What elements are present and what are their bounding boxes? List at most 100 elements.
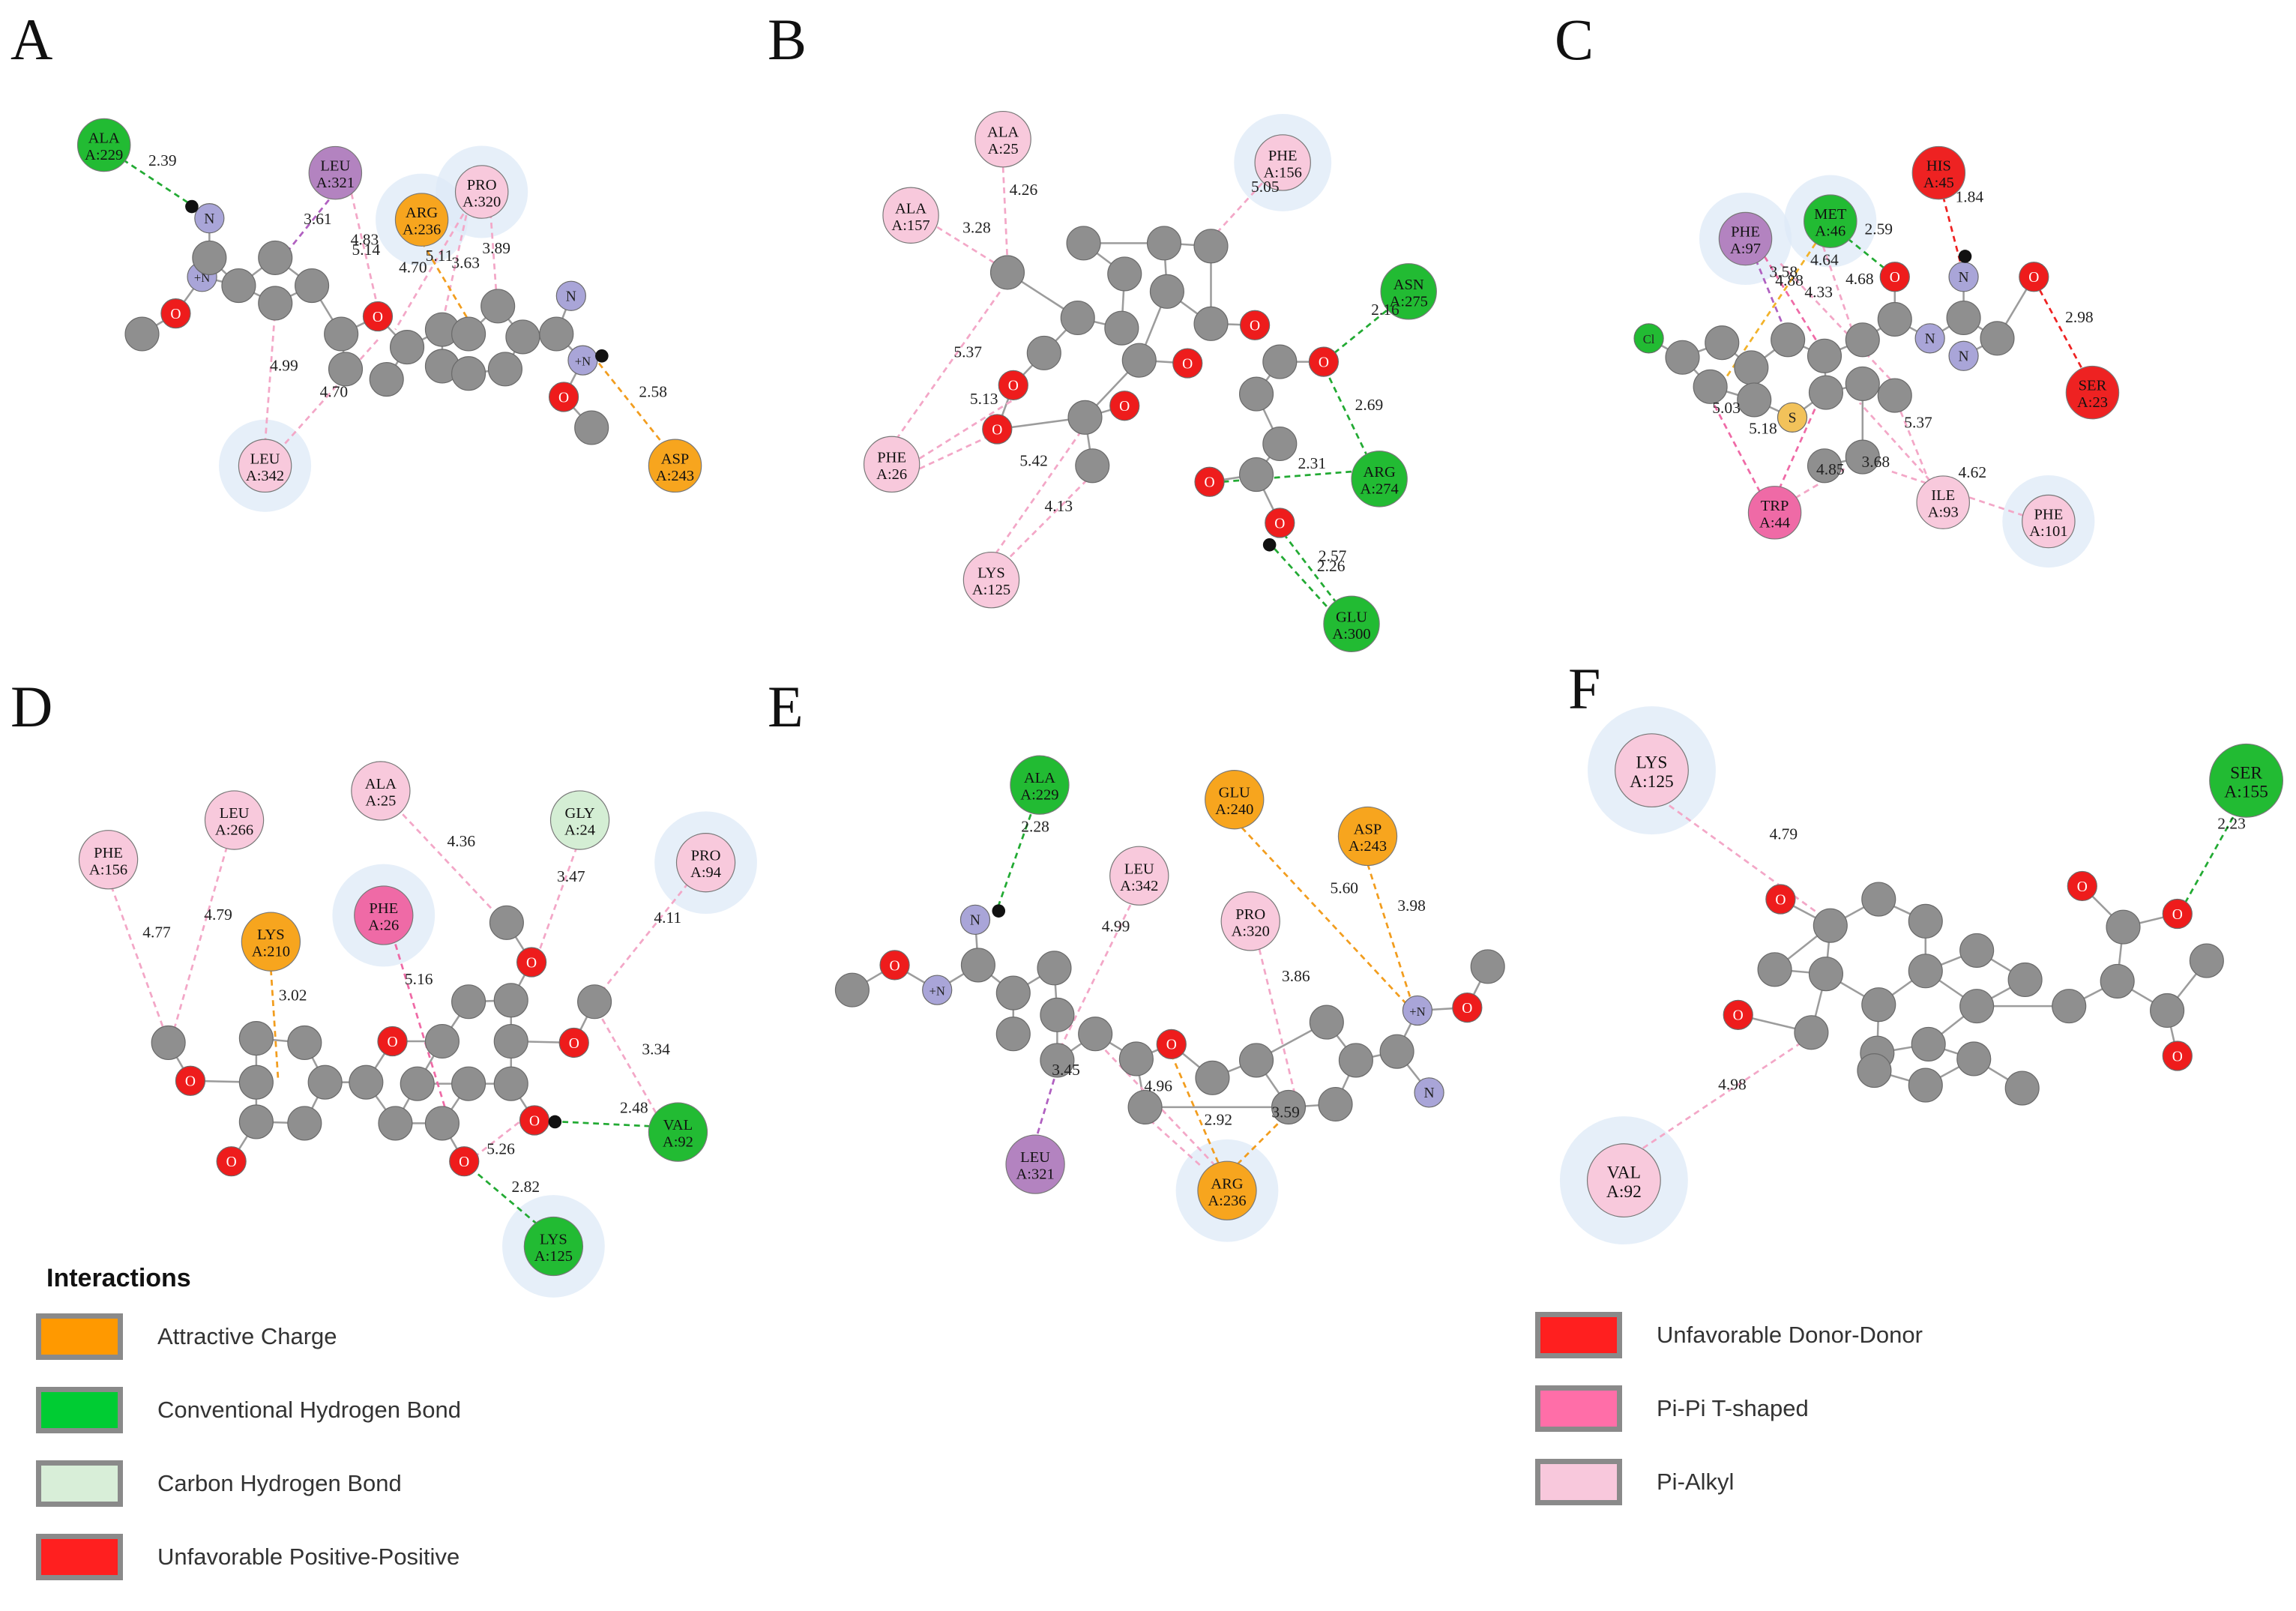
panel-b-interaction-line	[1214, 182, 1263, 235]
panel-a-atom	[328, 352, 364, 387]
panel-c-atom	[1734, 350, 1769, 385]
panel-b-residue-number: A:275	[1390, 293, 1428, 310]
panel-e-atom	[1040, 1043, 1075, 1078]
panel-b-residue-number: A:156	[1264, 164, 1302, 181]
panel-d-residue-gly	[549, 790, 610, 850]
panel-b-residue-number: A:300	[1332, 626, 1370, 642]
panel-b-atom	[1193, 306, 1229, 341]
panel-b-interaction-line	[1001, 166, 1009, 261]
panel-a-atom	[574, 410, 609, 445]
legend-swatch	[36, 1460, 123, 1507]
panel-b-atom	[1121, 343, 1157, 378]
panel-d-distance-label: 3.34	[642, 1041, 670, 1059]
panel-a-residue-name: LEU	[250, 451, 280, 467]
panel-c-interaction-line	[1697, 374, 1762, 493]
panel-d-residue-name: LYS	[257, 927, 285, 943]
panel-b-distance-label: 4.26	[1010, 181, 1038, 199]
panel-d-atom	[378, 1106, 413, 1141]
panel-e-atom	[1037, 951, 1072, 986]
panel-e-atom	[1271, 1089, 1307, 1124]
panel-d-residue-number: A:25	[365, 793, 396, 810]
panel-b-residue-name: ASN	[1393, 277, 1424, 293]
panel-e-atom	[834, 972, 870, 1008]
panel-f-atom-label: O	[2172, 907, 2183, 923]
panel-f-residue-lys	[1615, 733, 1689, 808]
panel-c-atom-label: S	[1789, 411, 1797, 427]
panel-c-distance-label: 5.37	[1904, 414, 1932, 432]
panel-e-atom	[1239, 1043, 1274, 1078]
panel-b-atom	[1262, 426, 1298, 462]
panel-f-atom	[1959, 989, 1995, 1024]
panel-b-interaction-line	[1221, 470, 1352, 484]
panel-d-interaction-line	[562, 1121, 651, 1127]
panel-b-distance-label: 5.42	[1019, 451, 1048, 469]
legend-label: Attractive Charge	[157, 1323, 337, 1349]
panel-e-atom	[995, 975, 1031, 1011]
panel-d-distance-label: 3.47	[557, 867, 585, 885]
panel-b-interaction-line	[936, 226, 997, 265]
panel-b-interaction-line	[1325, 371, 1369, 458]
panel-d-residue-name: ALA	[365, 776, 397, 792]
panel-e-atom-label: O	[1462, 1001, 1472, 1017]
panel-c-distance-label: 4.33	[1804, 283, 1833, 301]
panel-e-interaction-line	[1241, 826, 1407, 1005]
panel-e-atom	[959, 904, 991, 935]
panel-b-atom-label: O	[992, 422, 1002, 438]
panel-label-b: B	[768, 7, 807, 72]
panel-b-hydrogen-atom	[1262, 537, 1277, 552]
panel-b-distance-label: 2.57	[1319, 546, 1347, 564]
panel-f-residue-name: SER	[2230, 763, 2262, 783]
panel-a-atom-label: O	[558, 390, 569, 406]
legend-swatch	[1535, 1459, 1622, 1505]
panel-e-atom	[1040, 997, 1075, 1032]
panel-d-residue-name: PRO	[691, 848, 721, 864]
panel-d-atom	[238, 1065, 274, 1100]
panel-f-atom	[1813, 908, 1848, 943]
panel-d-residue-number: A:266	[215, 822, 253, 839]
panel-c-distance-label: 3.58	[1770, 262, 1798, 280]
panel-b-distance-label: 5.05	[1251, 178, 1280, 196]
panel-d-distance-label: 4.77	[142, 923, 171, 941]
panel-c-atom	[1807, 338, 1842, 373]
panel-d-atom	[238, 1104, 274, 1139]
panel-f-atom	[2162, 1041, 2193, 1071]
panel-e-residue-number: A:243	[1349, 838, 1387, 855]
panel-b-atom	[1107, 256, 1142, 292]
panel-e-residue-name: ARG	[1211, 1175, 1243, 1192]
panel-c-atom	[1948, 340, 1979, 371]
panel-e-distance-label: 3.86	[1282, 967, 1310, 985]
panel-a-atom	[194, 203, 225, 234]
panel-f-atom-label: O	[2077, 879, 2088, 895]
legend-swatch	[36, 1387, 123, 1433]
panel-f-atom	[1908, 954, 1943, 989]
panel-d-atom	[493, 1023, 528, 1059]
panel-b-atom	[1149, 274, 1184, 309]
panel-a-residue-number: A:320	[462, 194, 501, 211]
panel-c-atom	[1845, 366, 1880, 401]
panel-d-atom	[400, 1066, 435, 1101]
panel-a-atom	[258, 286, 293, 321]
panel-e-atom-label: +N	[929, 984, 945, 998]
legend-item-unfavorable-donor-donor: Unfavorable Donor-Donor	[1535, 1307, 1923, 1364]
panel-e-residue-name: LEU	[1124, 861, 1154, 877]
panel-c-interaction-line	[1847, 238, 1887, 271]
panel-b-atom-label: O	[1204, 475, 1214, 491]
panel-d-atom-label: O	[226, 1154, 237, 1170]
panel-d-atom	[377, 1026, 408, 1057]
panel-a-atom	[451, 316, 486, 352]
panel-e-residue-leu	[1109, 846, 1169, 906]
panel-a-distance-label: 4.70	[320, 382, 349, 400]
panel-c-residue-number: A:23	[2077, 394, 2108, 411]
panel-e-atom	[1156, 1029, 1187, 1060]
panel-e-atom	[1127, 1089, 1163, 1124]
panel-d-atom	[424, 1106, 459, 1141]
panel-c-atom	[1877, 378, 1912, 413]
panel-a-residue-name: ASP	[661, 451, 690, 467]
panel-a-atom	[390, 330, 425, 365]
panel-a-interaction-line	[394, 204, 470, 331]
legend-item-pi-alkyl: Pi-Alkyl	[1535, 1454, 1734, 1511]
panel-label-d: D	[10, 674, 53, 739]
panel-c-atom	[1807, 448, 1842, 484]
legend-item-unfavorable-positive-positive: Unfavorable Positive-Positive	[36, 1529, 459, 1586]
panel-b-residue-number: A:25	[988, 141, 1019, 157]
